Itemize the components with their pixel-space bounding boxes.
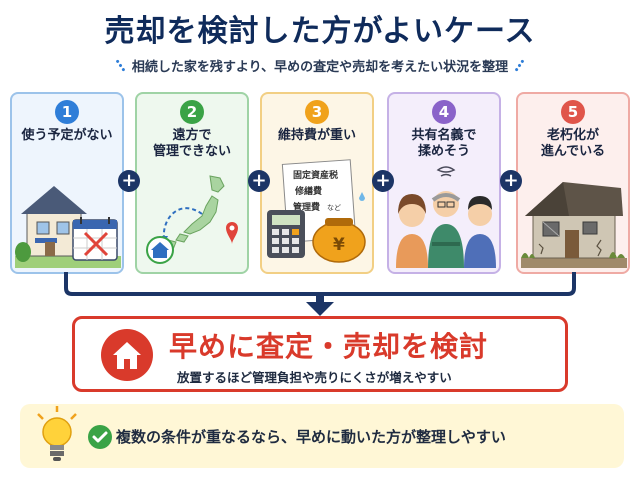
case-number-badge: 5 xyxy=(561,100,585,124)
lightbulb-icon xyxy=(37,406,77,461)
case-number-badge: 1 xyxy=(55,100,79,124)
page-title: 売却を検討した方がよいケース xyxy=(104,14,536,49)
conclusion-box: 早めに査定・売却を検討 放置するほど管理負担や売りにくさが増えやすい xyxy=(72,316,568,392)
case-card-5: 5 老朽化が 進んでいる xyxy=(516,92,630,274)
japan-map-distance-icon xyxy=(146,175,238,264)
coin-symbol: ¥ xyxy=(333,235,345,255)
decorative-dots-left xyxy=(115,58,126,72)
case-number-badge: 4 xyxy=(432,100,456,124)
case-card-1: 1 使う予定がない xyxy=(10,92,124,274)
tip-text: 複数の条件が重なるなら、早めに動いた方が整理しやすい xyxy=(116,428,506,446)
case-label: 共有名義で 揉めそう xyxy=(411,128,477,159)
case-card-4: 4 共有名義で 揉めそう xyxy=(387,92,501,274)
plus-connector-3: + xyxy=(372,170,394,192)
empty-house-calendar-icon xyxy=(15,186,121,268)
conclusion-title: 早めに査定・売却を検討 xyxy=(169,330,489,363)
decorative-dots-right xyxy=(514,58,525,72)
case-number-badge: 2 xyxy=(180,100,204,124)
plus-connector-2: + xyxy=(248,170,270,192)
case-number-badge: 3 xyxy=(305,100,329,124)
conclusion-subtitle: 放置するほど管理負担や売りにくさが増えやすい xyxy=(177,370,452,385)
case-card-3: 3 維持費が重い 固定資産税 修繕費 管理費 など ¥ xyxy=(260,92,374,274)
paper-line-1: 固定資産税 xyxy=(293,169,338,181)
paper-line-2: 修繕費 xyxy=(294,185,322,197)
maintenance-cost-icon: 固定資産税 修繕費 管理費 など ¥ xyxy=(267,159,366,263)
case-card-2: 2 遠方で 管理できない xyxy=(135,92,249,274)
house-icon xyxy=(101,329,153,381)
case-label: 老朽化が 進んでいる xyxy=(540,128,606,159)
case-label: 使う予定がない xyxy=(21,128,113,143)
subtitle-row: 相続した家を残すより、早めの査定や売却を考えたい状況を整理 xyxy=(0,54,640,76)
page-subtitle: 相続した家を残すより、早めの査定や売却を考えたい状況を整理 xyxy=(131,59,509,75)
case-label: 維持費が重い xyxy=(277,128,356,143)
check-circle-icon xyxy=(88,425,112,449)
co-owners-dispute-icon xyxy=(396,166,496,268)
tip-box: 複数の条件が重なるなら、早めに動いた方が整理しやすい xyxy=(20,404,624,468)
merge-bracket-arrow xyxy=(64,272,576,316)
aging-house-icon xyxy=(521,182,627,268)
plus-connector-1: + xyxy=(118,170,140,192)
case-label: 遠方で 管理できない xyxy=(152,128,231,159)
paper-line-3-note: など xyxy=(327,204,341,212)
plus-connector-4: + xyxy=(500,170,522,192)
